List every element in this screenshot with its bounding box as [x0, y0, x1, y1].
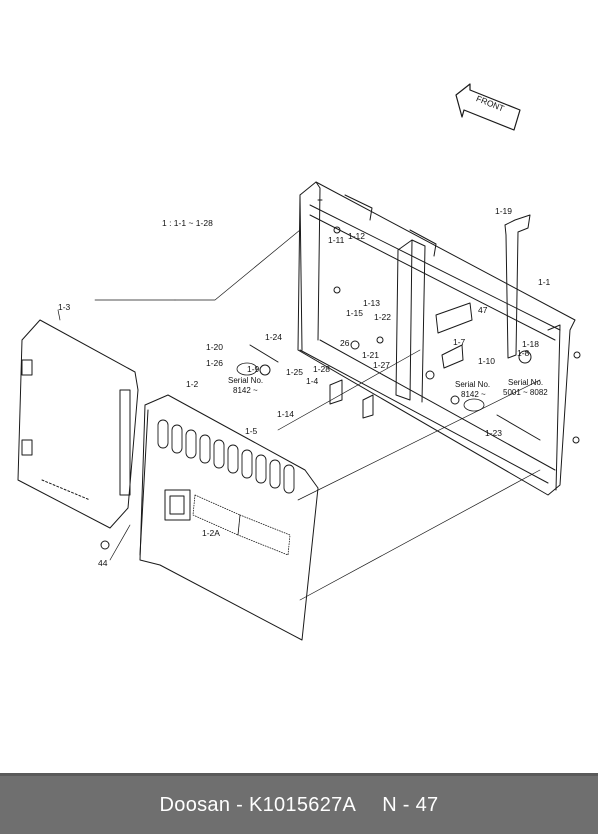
label-1-27: 1-27 [373, 360, 390, 370]
label-1-18: 1-18 [522, 339, 539, 349]
bar-part [504, 214, 531, 359]
exploded-view-drawing: FRONT 1 : 1-1 ~ 1-28 [17, 83, 581, 641]
label-1-24: 1-24 [265, 332, 282, 342]
footer-page-reference: N - 47 [382, 793, 439, 816]
label-1-22: 1-22 [374, 312, 391, 322]
label-47: 47 [478, 305, 488, 315]
label-1-28: 1-28 [313, 364, 330, 374]
range-label: 1 : 1-1 ~ 1-28 [162, 218, 213, 228]
callout-circle-1-9-right [463, 398, 485, 412]
label-1-1: 1-1 [538, 277, 551, 287]
footer-divider [0, 773, 598, 776]
label-1-9: 1-9 [247, 364, 260, 374]
label-1-15: 1-15 [346, 308, 363, 318]
callout-circle-1-9-left [236, 362, 258, 376]
panel-left [17, 319, 139, 529]
part-number-labels: 1-1 1-2 1-2A 1-3 1-4 1-5 1-7 1-8 1-9 1-1… [58, 206, 551, 568]
footer-bar: Doosan - K1015627A N - 47 [0, 776, 598, 834]
label-1-13: 1-13 [363, 298, 380, 308]
label-1-3: 1-3 [58, 302, 71, 312]
label-1-21: 1-21 [362, 350, 379, 360]
label-1-25: 1-25 [286, 367, 303, 377]
vent-slots [157, 419, 295, 494]
serial-label-left: Serial No. [228, 376, 263, 385]
serial-range-right: 5001 ~ 8082 [503, 388, 548, 397]
label-44: 44 [98, 558, 108, 568]
label-1-23: 1-23 [485, 428, 502, 438]
frame-assembly [297, 181, 576, 496]
label-1-14: 1-14 [277, 409, 294, 419]
label-1-2a: 1-2A [202, 528, 220, 538]
label-1-20: 1-20 [206, 342, 223, 352]
hardware-parts [100, 226, 581, 550]
front-label: FRONT [475, 93, 506, 113]
label-1-19: 1-19 [495, 206, 512, 216]
label-1-7: 1-7 [453, 337, 466, 347]
label-1-10: 1-10 [478, 356, 495, 366]
serial-label-mid: Serial No. [455, 380, 490, 389]
label-1-2: 1-2 [186, 379, 199, 389]
label-1-5: 1-5 [245, 426, 258, 436]
label-1-11: 1-11 [328, 235, 345, 245]
serial-label-right: Serial No. [508, 378, 543, 387]
serial-notes: Serial No. 8142 ~ Serial No. 8142 ~ Seri… [228, 376, 548, 399]
panel-right [139, 394, 319, 641]
label-1-12: 1-12 [348, 231, 365, 241]
label-1-4: 1-4 [306, 376, 319, 386]
footer-part-number: Doosan - K1015627A [159, 793, 357, 816]
serial-range-left: 8142 ~ [233, 386, 258, 395]
serial-range-mid: 8142 ~ [461, 390, 486, 399]
label-1-8: 1-8 [517, 348, 530, 358]
label-26: 26 [340, 338, 350, 348]
leader-lines [57, 229, 541, 601]
front-arrow-icon: FRONT [455, 83, 521, 131]
label-1-26: 1-26 [206, 358, 223, 368]
